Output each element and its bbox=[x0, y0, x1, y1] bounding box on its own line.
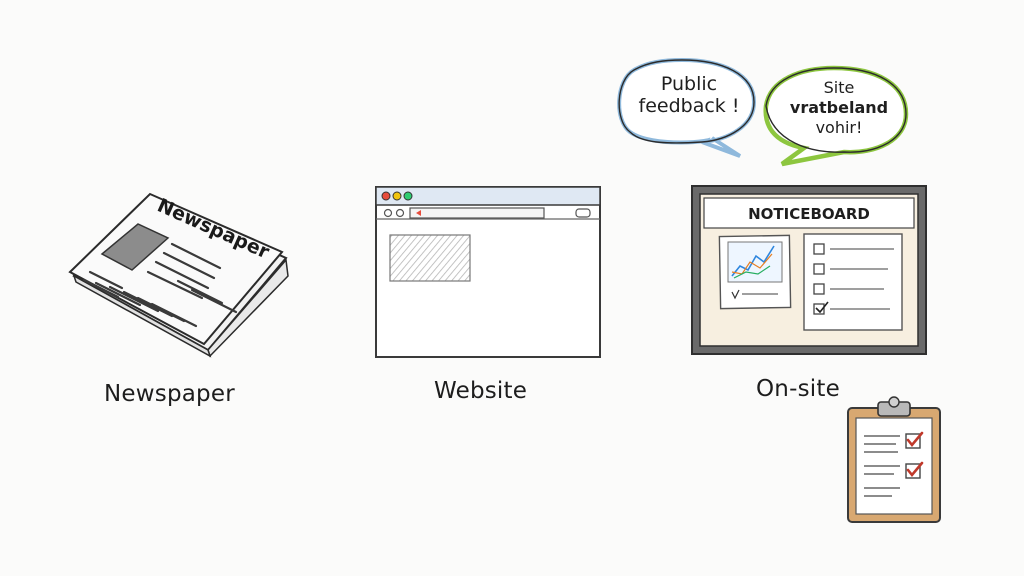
bubble-public-line-1: Public bbox=[660, 73, 718, 95]
bubble-site-line-2: vratbeland bbox=[789, 98, 889, 117]
newspaper-icon: Newspaper bbox=[68, 192, 289, 358]
back-icon bbox=[383, 208, 393, 218]
caption-on-site: On-site bbox=[756, 376, 840, 402]
menu-icon bbox=[575, 208, 591, 218]
checkbox-1 bbox=[905, 433, 921, 449]
speech-bubble-site bbox=[763, 65, 909, 167]
noticeboard-title: NOTICEBOARD bbox=[748, 205, 870, 223]
bubble-site-line-1: Site bbox=[823, 78, 855, 97]
window-minimize-dot bbox=[392, 191, 402, 201]
checkbox-2 bbox=[905, 463, 921, 479]
caption-website: Website bbox=[434, 378, 528, 404]
browser-window-icon bbox=[375, 186, 601, 358]
checkmark-2 bbox=[906, 461, 924, 478]
refresh-icon bbox=[395, 208, 405, 218]
noticeboard-icon: NOTICEBOARD bbox=[691, 185, 927, 355]
speech-bubble-site-text: Site vratbeland vohir! bbox=[776, 78, 902, 138]
window-close-dot bbox=[381, 191, 391, 201]
window-maximize-dot bbox=[403, 191, 413, 201]
speech-bubble-public-text: Public feedback ! bbox=[628, 73, 750, 118]
checkmark-1 bbox=[906, 431, 924, 448]
clipboard-icon bbox=[847, 396, 941, 523]
bubble-site-line-3: vohir! bbox=[815, 118, 863, 137]
checklist-card bbox=[803, 233, 903, 331]
bubble-public-line-2: feedback ! bbox=[638, 94, 740, 117]
chart-card bbox=[718, 234, 792, 310]
address-bar bbox=[409, 207, 545, 219]
speech-bubble-public bbox=[617, 57, 757, 158]
caption-newspaper: Newspaper bbox=[104, 381, 235, 407]
image-placeholder bbox=[389, 234, 471, 282]
